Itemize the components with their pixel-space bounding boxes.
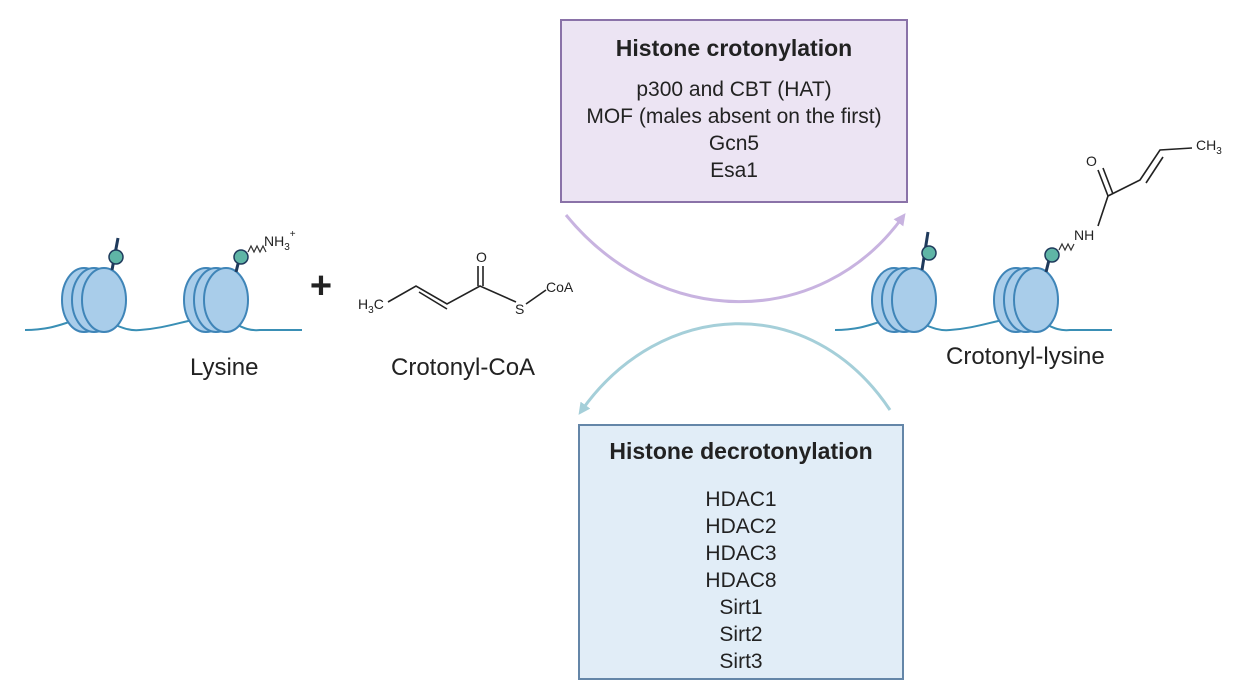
decrotonylation-enzyme: HDAC1 [705,488,777,511]
histone-tail [108,237,124,271]
decrotonylation-enzyme: Sirt1 [719,596,763,619]
crotonylation-enzyme: Esa1 [710,159,758,182]
decrotonylation-title: Histone decrotonylation [609,438,873,464]
nucleosome [183,267,249,333]
h3c-label: H3C [358,296,384,316]
carbonyl-o-label: O [476,249,487,265]
decrotonylation-enzyme: HDAC8 [705,569,777,592]
histone-tail [920,231,937,271]
crotonyl-lysine-label: Crotonyl-lysine [946,343,1105,370]
crotonylation-title: Histone crotonylation [615,35,853,61]
plus-sign: + [310,265,332,307]
decrotonylation-box: Histone decrotonylation HDAC1 HDAC2 HDAC… [578,424,904,680]
left-chromatin: NH3+ [24,229,302,333]
crotonylation-arrow [564,213,906,304]
amide-o-label: O [1086,153,1097,169]
crotonylation-enzyme: Gcn5 [708,132,760,155]
coa-label: CoA [546,279,574,295]
decrotonylation-enzyme: Sirt3 [719,650,763,673]
nh3-label: NH3+ [264,229,296,253]
decrotonylation-enzyme: Sirt2 [719,623,763,646]
nucleosome [61,267,127,333]
ch3-label: CH3 [1196,137,1222,157]
sulfur-label: S [515,301,524,317]
crotonylation-box: Histone crotonylation p300 and CBT (HAT)… [560,19,908,203]
lysine-label: Lysine [190,354,259,381]
amide-nh-label: NH [1074,227,1094,243]
decrotonylation-arrow [578,322,892,415]
crotonyl-coa-label: Crotonyl-CoA [391,354,536,381]
right-chromatin: NH O CH3 [834,137,1222,333]
decrotonylation-enzyme: HDAC3 [705,542,777,565]
crotonyl-lysine-tail [1044,242,1075,273]
crotonyl-coa-structure: H3C O S CoA [358,249,574,317]
crotonylation-enzyme: p300 and CBT (HAT) [636,78,832,101]
crotonylation-enzyme: MOF (males absent on the first) [586,105,882,128]
decrotonylation-enzyme: HDAC2 [705,515,777,538]
lysine-tail [233,244,267,273]
nucleosome [871,267,937,333]
nucleosome [993,267,1059,333]
